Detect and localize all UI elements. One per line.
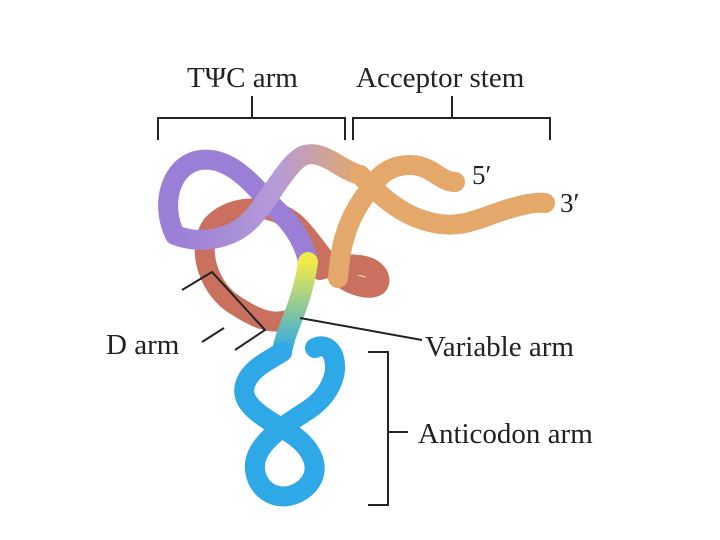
tpsic-arm-strand — [158, 144, 370, 272]
d-arm-bracket — [181, 270, 267, 351]
acceptor-bracket — [352, 96, 551, 140]
acceptor-stem-label: Acceptor stem — [356, 62, 525, 94]
anticodon-arm-strand — [234, 336, 345, 507]
acceptor-stem-strand — [328, 155, 555, 288]
d-arm-label: D arm — [106, 329, 180, 361]
anticodon-arm-label: Anticodon arm — [418, 418, 593, 450]
tpsic-arm-label: TΨC arm — [187, 62, 298, 94]
three-prime-label: 3′ — [560, 188, 580, 218]
tpsic-bracket — [157, 96, 346, 140]
anticodon-bracket — [368, 351, 408, 506]
variable-arm-leader-line — [299, 317, 423, 341]
five-prime-label: 5′ — [472, 160, 492, 190]
variable-arm-label: Variable arm — [425, 331, 574, 363]
variable-arm-strand — [272, 252, 318, 362]
